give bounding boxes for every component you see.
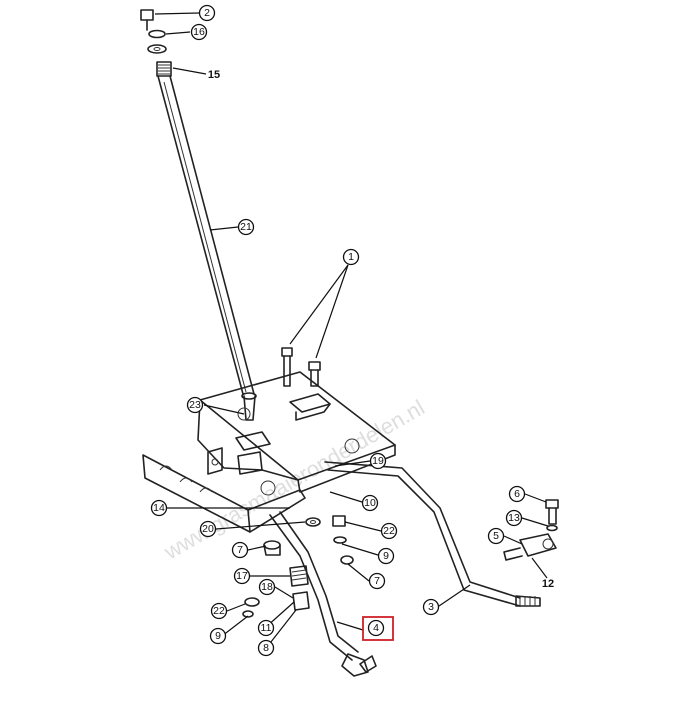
callout-label: 23 xyxy=(189,399,201,411)
steering-shaft xyxy=(156,61,257,421)
callout-label: 9 xyxy=(215,630,221,642)
highlight-box xyxy=(362,616,394,641)
callout-9-left: 9 xyxy=(209,627,227,645)
callout-label: 17 xyxy=(236,570,248,582)
callout-2: 2 xyxy=(198,4,216,22)
leader-lines xyxy=(154,12,549,648)
callout-22-left: 22 xyxy=(210,602,228,620)
callout-10: 10 xyxy=(361,494,379,512)
callout-7-left: 7 xyxy=(231,541,249,559)
callout-1: 1 xyxy=(342,248,360,266)
callout-label: 20 xyxy=(202,523,214,535)
callout-label: 7 xyxy=(374,575,380,587)
callout-label: 7 xyxy=(237,544,243,556)
callout-18: 18 xyxy=(258,578,276,596)
callout-label: 1 xyxy=(348,251,354,263)
callout-label: 19 xyxy=(372,455,384,467)
callout-label: 22 xyxy=(213,605,225,617)
callout-label: 18 xyxy=(261,581,273,593)
callout-label: 15 xyxy=(208,69,220,81)
callout-label: 22 xyxy=(383,525,395,537)
callout-20: 20 xyxy=(199,520,217,538)
callout-8: 8 xyxy=(257,639,275,657)
callout-label: 21 xyxy=(240,221,252,233)
callout-label: 3 xyxy=(428,601,434,613)
callout-label: 14 xyxy=(153,502,165,514)
steering-arm xyxy=(269,511,377,677)
callout-label: 5 xyxy=(493,530,499,542)
callout-21: 21 xyxy=(237,218,255,236)
callout-19: 19 xyxy=(369,452,387,470)
steering-support-plate xyxy=(197,371,396,496)
callout-label: 16 xyxy=(193,26,205,38)
callout-7-right: 7 xyxy=(368,572,386,590)
callout-label: 9 xyxy=(383,550,389,562)
callout-14: 14 xyxy=(150,499,168,517)
callout-9-right: 9 xyxy=(377,547,395,565)
callout-label: 6 xyxy=(514,488,520,500)
callout-3: 3 xyxy=(422,598,440,616)
callout-label: 11 xyxy=(261,622,272,634)
callout-17: 17 xyxy=(233,567,251,585)
small-hardware xyxy=(242,515,354,618)
axle-bracket xyxy=(142,454,306,533)
steering-shaft-top-hardware xyxy=(140,9,167,54)
drag-link xyxy=(324,461,541,607)
callout-4-highlighted: 4 xyxy=(362,616,394,641)
callout-label: 8 xyxy=(263,642,269,654)
tie-rod-end-hardware xyxy=(503,499,559,561)
callout-16-top: 16 xyxy=(190,23,208,41)
callout-label: 4 xyxy=(373,622,379,634)
callout-label: 12 xyxy=(542,578,554,590)
callout-15: 15 xyxy=(208,69,220,81)
callout-label: 2 xyxy=(204,7,210,19)
bolts xyxy=(281,347,321,387)
callout-13: 13 xyxy=(505,509,523,527)
callout-6: 6 xyxy=(508,485,526,503)
callout-label: 10 xyxy=(364,497,376,509)
callout-12: 12 xyxy=(542,578,554,590)
callout-23: 23 xyxy=(186,396,204,414)
callout-22-right: 22 xyxy=(380,522,398,540)
callout-label: 13 xyxy=(508,512,520,524)
callout-11: 11 xyxy=(257,619,275,637)
callout-5: 5 xyxy=(487,527,505,545)
